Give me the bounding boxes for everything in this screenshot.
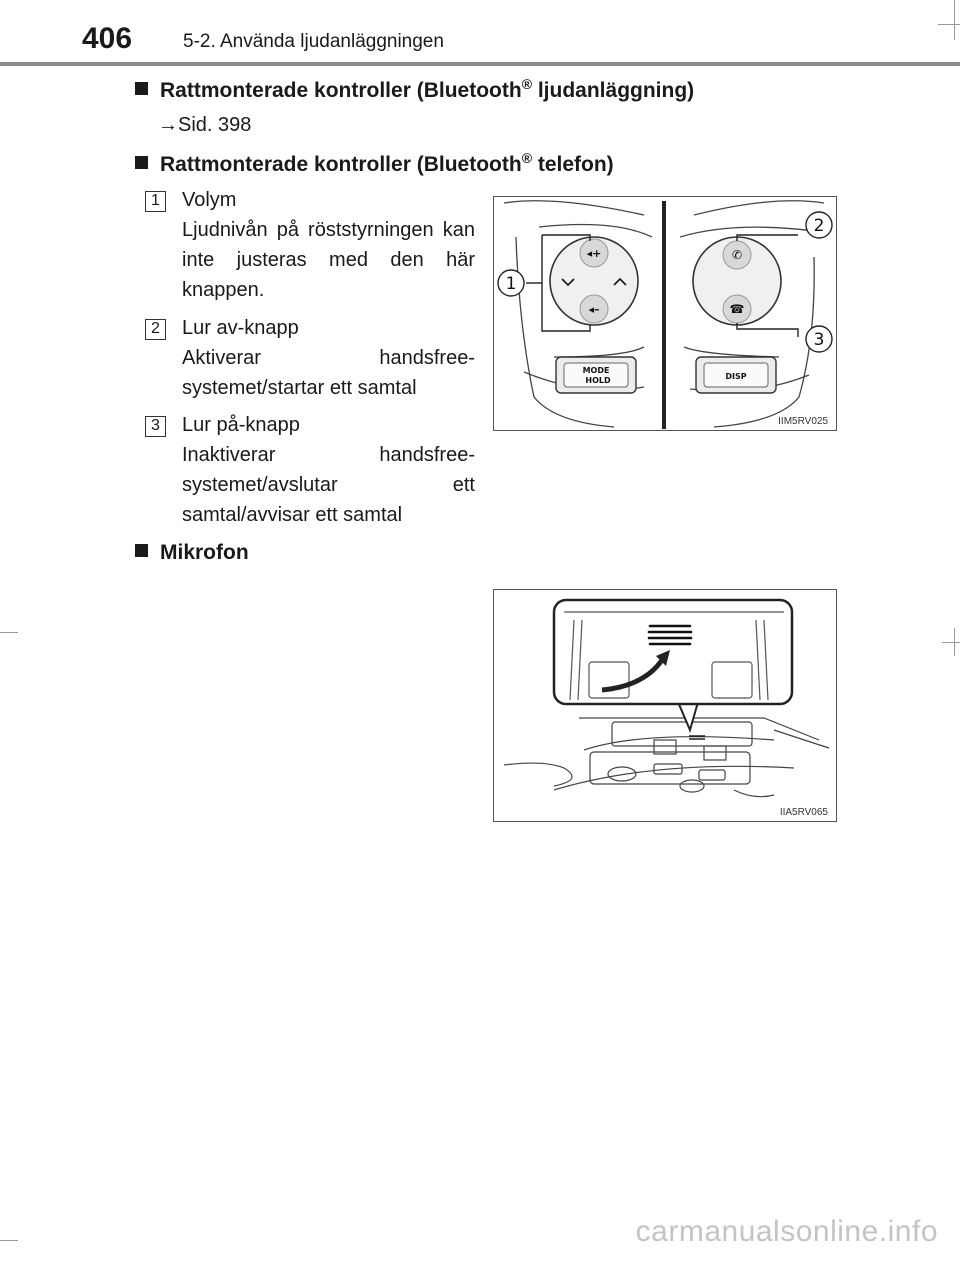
disp-button-label: DISP (725, 372, 746, 381)
crop-mark (0, 1240, 18, 1241)
item-on-hook: Lur på-knapp Inaktiverar handsfree-syste… (182, 410, 475, 530)
bullet-square-icon (135, 82, 148, 95)
crop-mark (954, 0, 955, 40)
svg-text:☎: ☎ (730, 302, 745, 316)
crop-mark (938, 24, 960, 25)
svg-text:◂–: ◂– (588, 303, 599, 316)
page-reference-link[interactable]: →Sid. 398 (158, 114, 252, 136)
item-title: Lur på-knapp (182, 414, 300, 436)
item-number-1: 1 (145, 191, 166, 212)
svg-text:✆: ✆ (732, 248, 742, 262)
item-number-3: 3 (145, 416, 166, 437)
callout-1: 1 (506, 274, 517, 294)
bullet-square-icon (135, 156, 148, 169)
bullet-square-icon (135, 544, 148, 557)
section-heading-microphone: Mikrofon (135, 541, 249, 565)
item-description: Ljudnivån på röststyrningen kan inte jus… (182, 219, 475, 301)
figure-code: IIM5RV025 (776, 416, 830, 427)
item-volume: Volym Ljudnivån på röststyrningen kan in… (182, 185, 475, 305)
crop-mark (954, 628, 955, 656)
section-heading-audio: Rattmonterade kontroller (Bluetooth® lju… (135, 76, 694, 103)
crop-mark (0, 632, 18, 633)
svg-text:◂+: ◂+ (587, 247, 602, 260)
steering-controls-figure: ◂+ ◂– ✆ ☎ 1 2 3 MODE HOLD DISP IIM5RV025 (493, 196, 837, 431)
header-rule (0, 62, 960, 66)
chapter-title: 5-2. Använda ljudanläggningen (183, 31, 444, 52)
item-title: Volym (182, 189, 237, 211)
item-title: Lur av-knapp (182, 317, 299, 339)
item-number-2: 2 (145, 319, 166, 340)
hold-button-label: HOLD (585, 376, 611, 385)
microphone-figure: IIA5RV065 (493, 589, 837, 822)
microphone-illustration (503, 598, 830, 798)
steering-controls-illustration: ◂+ ◂– ✆ ☎ 1 2 3 MODE HOLD DISP (497, 200, 833, 429)
item-description: Aktiverar handsfree-systemet/startar ett… (182, 347, 475, 399)
item-off-hook: Lur av-knapp Aktiverar handsfree-systeme… (182, 313, 475, 403)
crop-mark (942, 642, 960, 643)
mode-button-label: MODE (583, 366, 610, 375)
section-heading-phone: Rattmonterade kontroller (Bluetooth® tel… (135, 150, 614, 177)
callout-3: 3 (814, 330, 825, 350)
page-number: 406 (82, 22, 133, 55)
watermark: carmanualsonline.info (635, 1215, 938, 1248)
figure-code: IIA5RV065 (777, 807, 830, 818)
callout-2: 2 (814, 216, 825, 236)
item-description: Inaktiverar handsfree-systemet/avslutar … (182, 444, 475, 526)
